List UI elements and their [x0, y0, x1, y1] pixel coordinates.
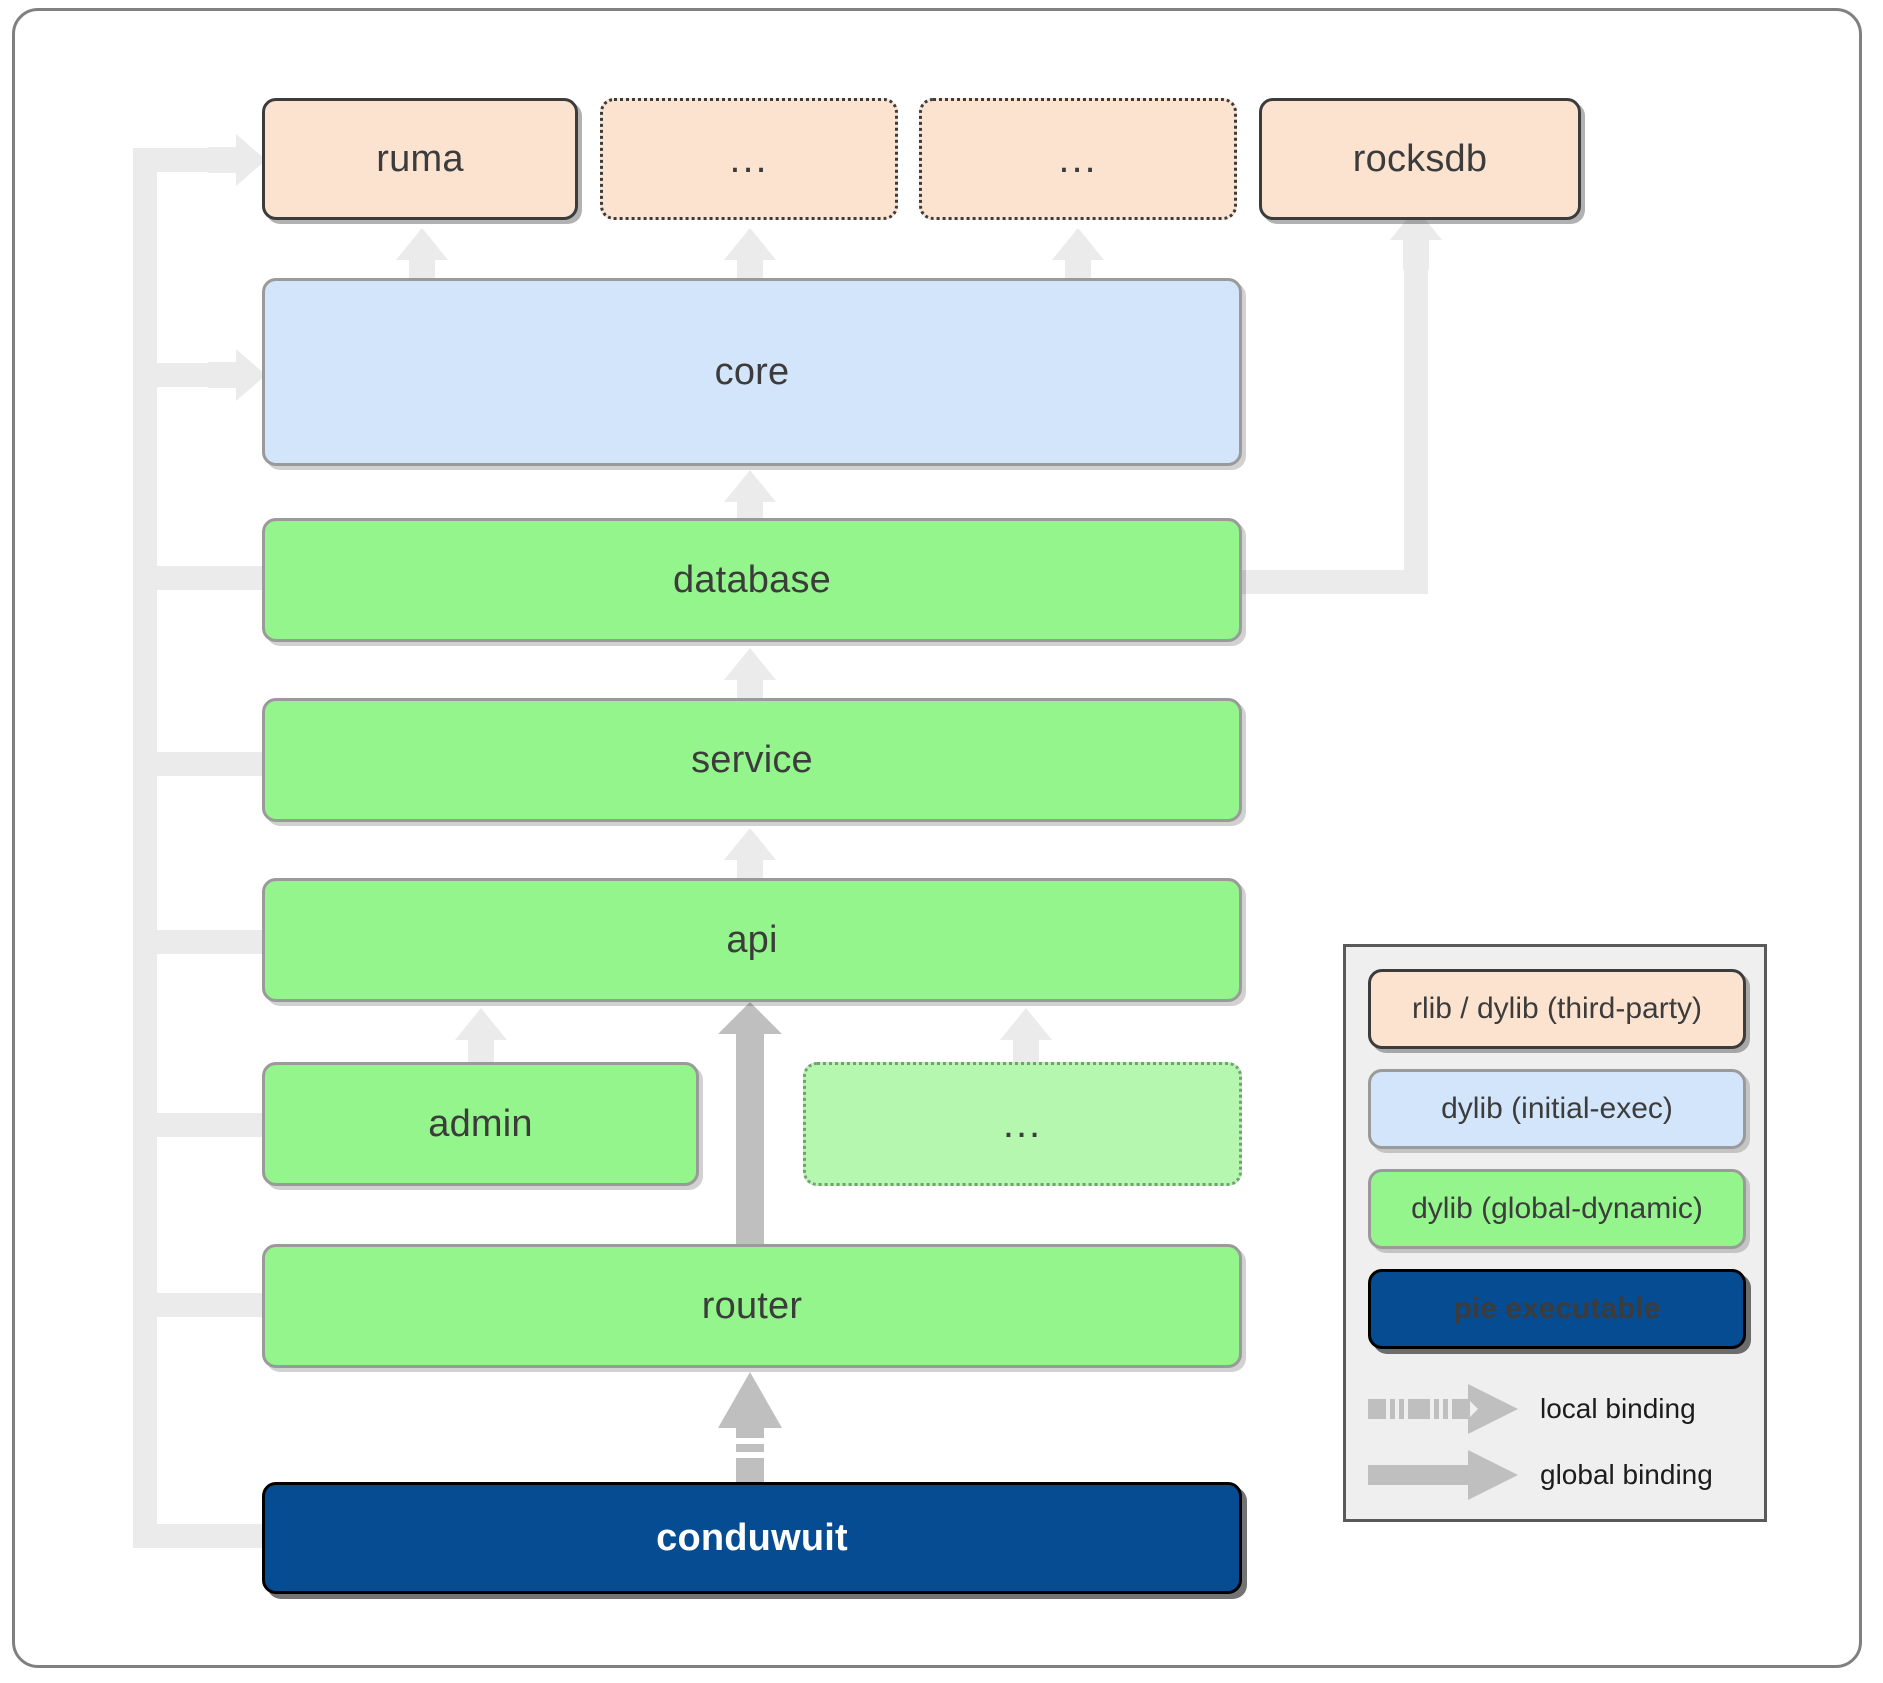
- legend-label: dylib (initial-exec): [1441, 1092, 1673, 1125]
- node-core[interactable]: core: [262, 278, 1242, 466]
- node-label: rocksdb: [1352, 137, 1488, 180]
- node-label: ...: [729, 136, 769, 181]
- node-top-ellipsis-2[interactable]: ...: [919, 98, 1237, 220]
- legend-label: global binding: [1540, 1459, 1713, 1490]
- node-label: api: [726, 918, 778, 961]
- arrow-bus-to-core: [208, 349, 266, 401]
- bus-branch-api: [133, 930, 283, 954]
- bus-branch-conduwuit: [133, 1524, 283, 1548]
- legend-swatch-initial-exec: dylib (initial-exec): [1368, 1069, 1746, 1149]
- legend-label: rlib / dylib (third-party): [1411, 992, 1703, 1025]
- global-binding-arrow-icon: [1368, 1450, 1518, 1500]
- node-label: ruma: [376, 137, 464, 180]
- node-label: admin: [428, 1102, 533, 1145]
- legend-label: local binding: [1540, 1393, 1696, 1424]
- legend-label: dylib (global-dynamic): [1411, 1192, 1703, 1225]
- legend-swatch-third-party: rlib / dylib (third-party): [1368, 969, 1746, 1049]
- node-service[interactable]: service: [262, 698, 1242, 822]
- arrow-conduwuit-to-router-local: [718, 1372, 782, 1482]
- legend-swatch-global-dynamic: dylib (global-dynamic): [1368, 1169, 1746, 1249]
- bus-database-to-rocksdb-vertical: [1404, 250, 1428, 594]
- node-label: core: [714, 350, 790, 393]
- node-label: conduwuit: [656, 1516, 848, 1559]
- node-label: ...: [1002, 1101, 1043, 1146]
- arrow-router-to-api: [718, 1002, 782, 1064]
- bus-spine-vertical: [133, 148, 157, 1548]
- arrow-core-to-ruma: [396, 228, 448, 290]
- arrow-admin-to-api: [455, 1008, 507, 1070]
- arrow-database-to-core: [724, 470, 776, 532]
- node-router[interactable]: router: [262, 1244, 1242, 1368]
- node-label: router: [701, 1284, 803, 1327]
- legend-swatch-pie-executable: pie executable: [1368, 1269, 1746, 1349]
- node-top-ellipsis-1[interactable]: ...: [600, 98, 898, 220]
- bus-branch-database: [133, 566, 283, 590]
- bus-branch-router: [133, 1293, 283, 1317]
- node-database[interactable]: database: [262, 518, 1242, 642]
- legend-label: pie executable: [1453, 1292, 1661, 1325]
- node-label: ...: [1058, 136, 1098, 181]
- bus-branch-admin: [133, 1113, 283, 1137]
- local-binding-arrow-icon: [1368, 1384, 1518, 1434]
- node-admin[interactable]: admin: [262, 1062, 699, 1186]
- bus-branch-service: [133, 752, 283, 776]
- legend-panel: rlib / dylib (third-party) dylib (initia…: [1343, 944, 1767, 1522]
- legend-row-local-binding: local binding: [1368, 1379, 1752, 1439]
- node-conduwuit[interactable]: conduwuit: [262, 1482, 1242, 1594]
- node-rocksdb[interactable]: rocksdb: [1259, 98, 1581, 220]
- arrow-bus-to-ruma: [208, 134, 266, 186]
- node-ruma[interactable]: ruma: [262, 98, 578, 220]
- arrow-service-to-database: [724, 648, 776, 710]
- arrow-api-to-service: [724, 828, 776, 890]
- arrow-database-to-rocksdb: [1390, 208, 1442, 270]
- node-label: service: [691, 738, 813, 781]
- bus-database-to-rocksdb-horizontal: [1238, 570, 1428, 594]
- node-mid-ellipsis[interactable]: ...: [803, 1062, 1242, 1186]
- node-api[interactable]: api: [262, 878, 1242, 1002]
- arrow-core-to-top-ellipsis-2: [1052, 228, 1104, 290]
- legend-row-global-binding: global binding: [1368, 1445, 1752, 1505]
- edge-router-to-api-trunk: [736, 1040, 764, 1248]
- arrow-mid-ellipsis-to-api: [1000, 1008, 1052, 1070]
- node-label: database: [673, 558, 831, 601]
- arrow-core-to-top-ellipsis-1: [724, 228, 776, 290]
